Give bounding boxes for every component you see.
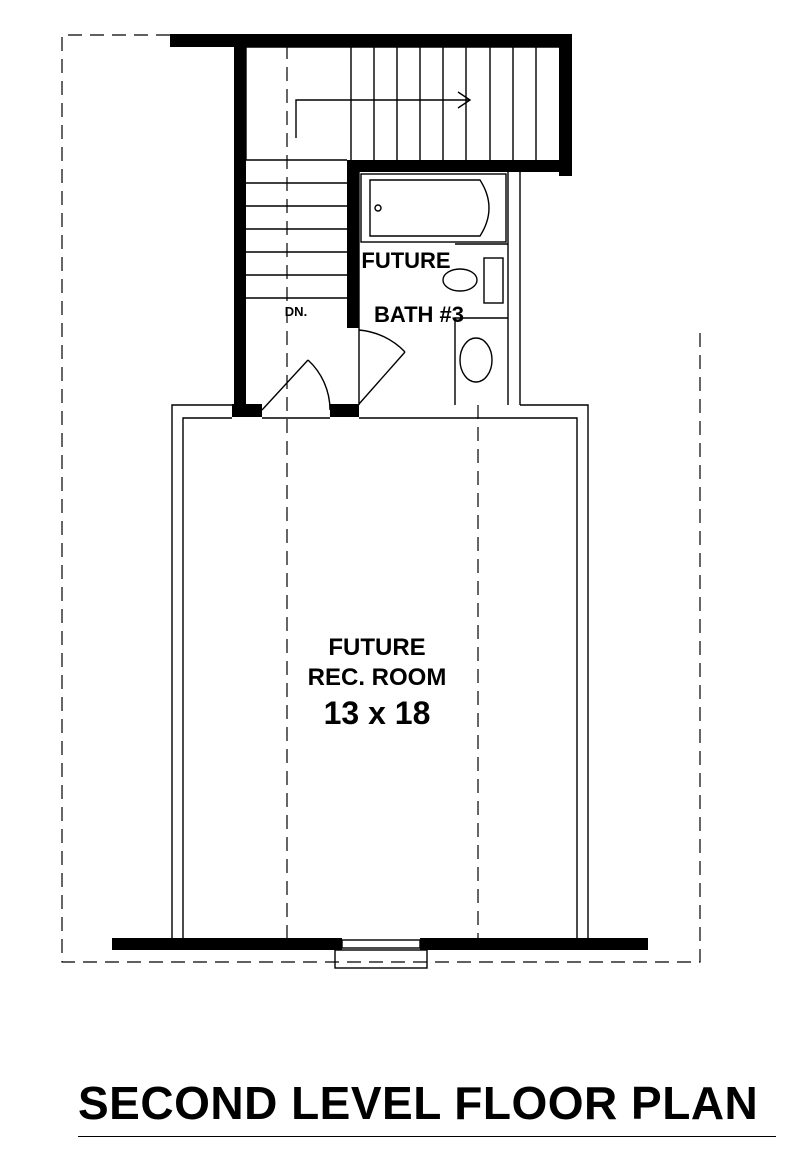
exterior-walls: [112, 34, 648, 950]
bath-label-line2: BATH #3: [374, 302, 464, 327]
front-bay: [334, 939, 428, 969]
staircase: [245, 46, 559, 299]
rec-room-label-line1: FUTURE: [328, 634, 425, 661]
plan-title: SECOND LEVEL FLOOR PLAN: [78, 1077, 759, 1129]
overhang-outline: [61, 34, 701, 963]
rec-room-label-line2: REC. ROOM: [308, 664, 447, 691]
ceiling-break-lines: [286, 45, 479, 940]
door-swings: [261, 329, 406, 411]
bathroom-fixtures: [358, 172, 521, 405]
title-underline: [78, 1136, 776, 1137]
rec-room-walls: [171, 404, 589, 938]
stair-label: DN.: [285, 304, 307, 319]
bath-label-line1: FUTURE: [361, 248, 450, 273]
rec-room-dimensions: 13 x 18: [324, 695, 431, 731]
